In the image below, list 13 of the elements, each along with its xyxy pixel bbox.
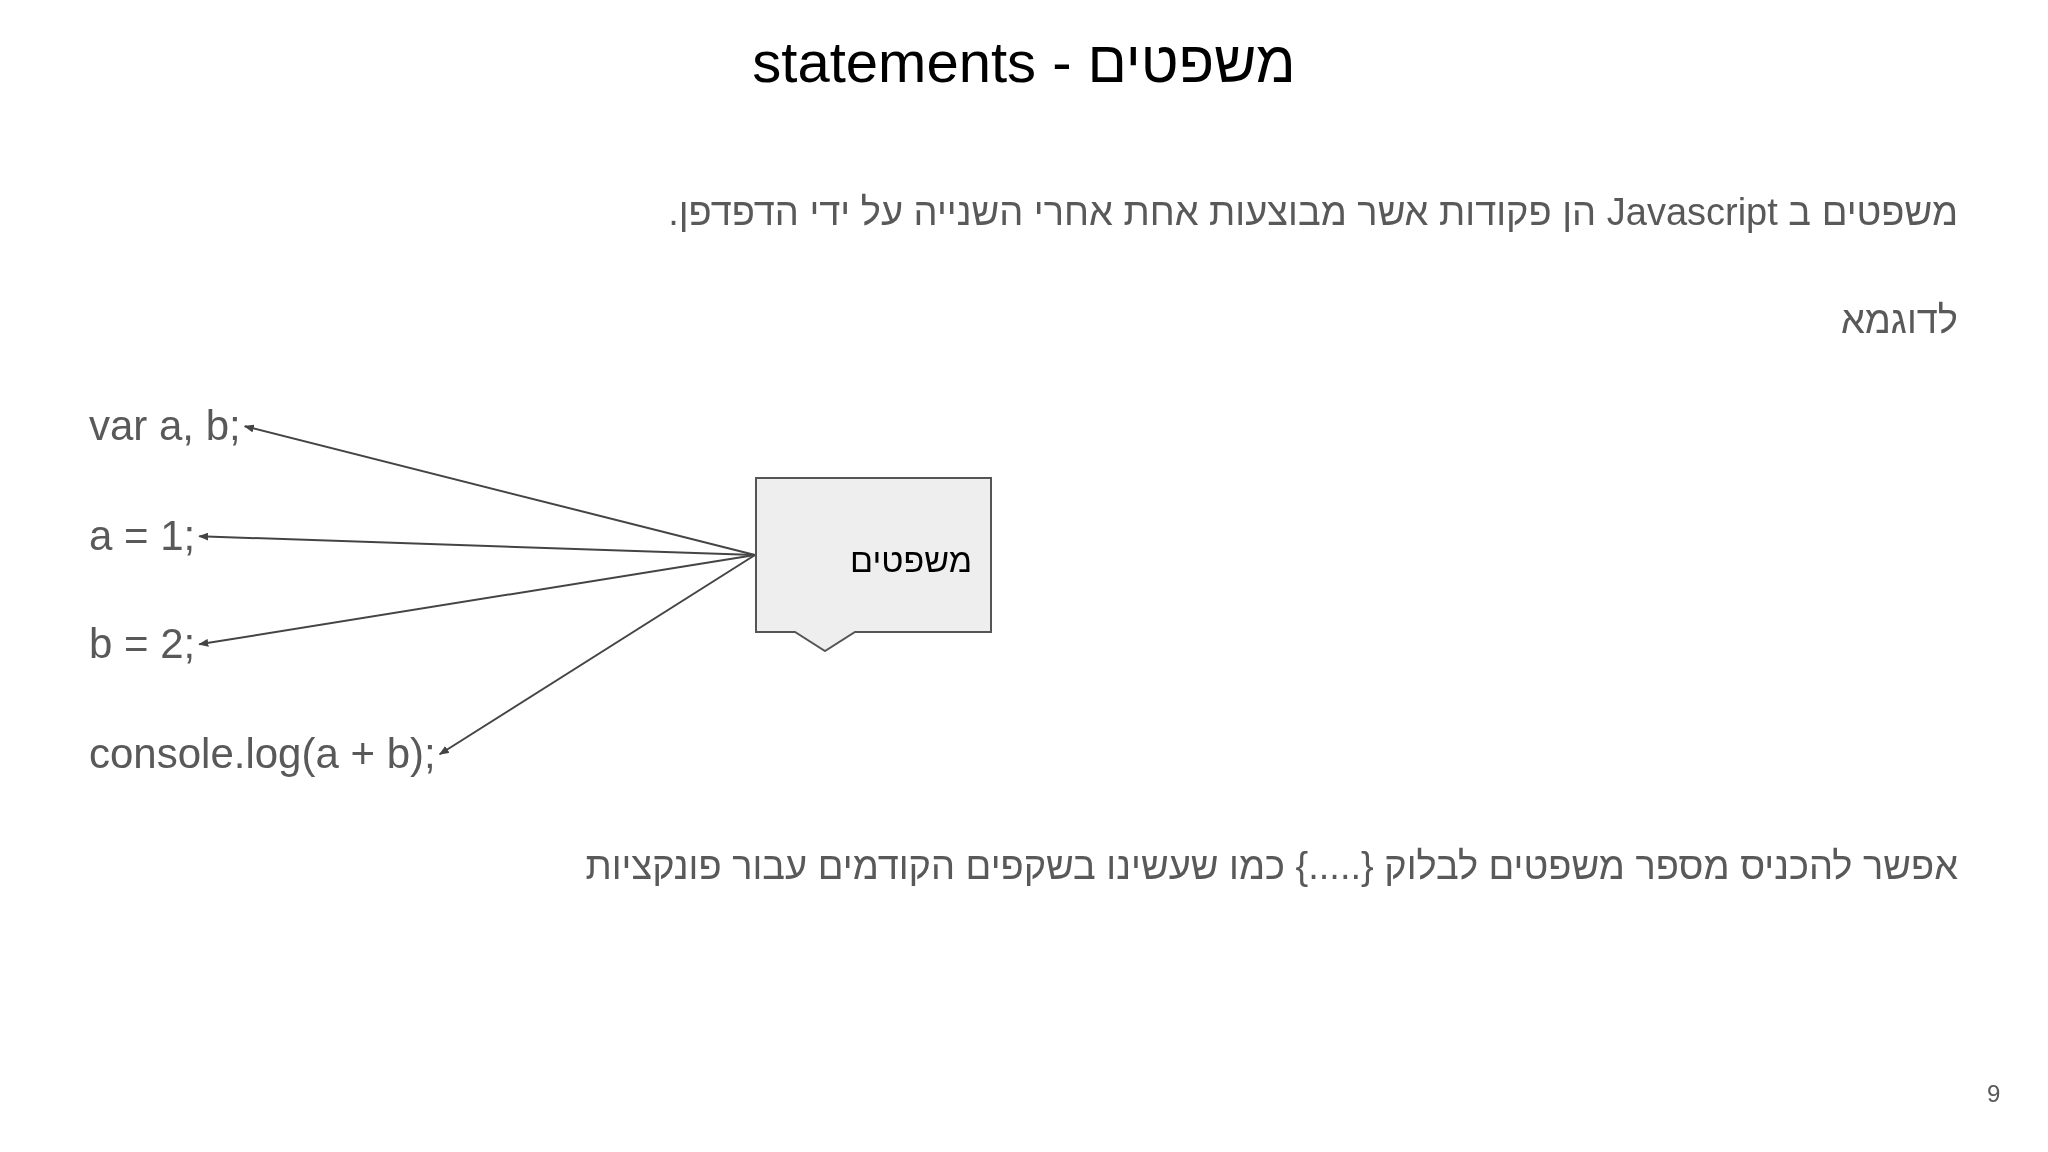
callout-text: משפטים bbox=[850, 540, 972, 581]
code-line: b = 2; bbox=[89, 618, 196, 671]
code-line: a = 1; bbox=[89, 510, 196, 563]
page-number: 9 bbox=[1987, 1079, 2001, 1109]
body-text: משפטים ב Javascript הן פקודות אשר מבוצעות אחת אחרי השנייה על ידי הדפדפן. bbox=[668, 190, 1958, 235]
code-line: var a, b; bbox=[89, 400, 241, 453]
arrow bbox=[243, 424, 756, 556]
slide-title: statements - משפטים bbox=[752, 28, 1296, 96]
callout-box bbox=[755, 477, 992, 652]
body-text: לדוגמא bbox=[1840, 298, 1958, 343]
arrow bbox=[438, 554, 756, 756]
body-text: אפשר להכניס מספר משפטים לבלוק {.....} כמו שעשינו בשקפים הקודמים עבור פונקציות bbox=[585, 844, 1958, 889]
code-line: console.log(a + b); bbox=[89, 728, 436, 781]
